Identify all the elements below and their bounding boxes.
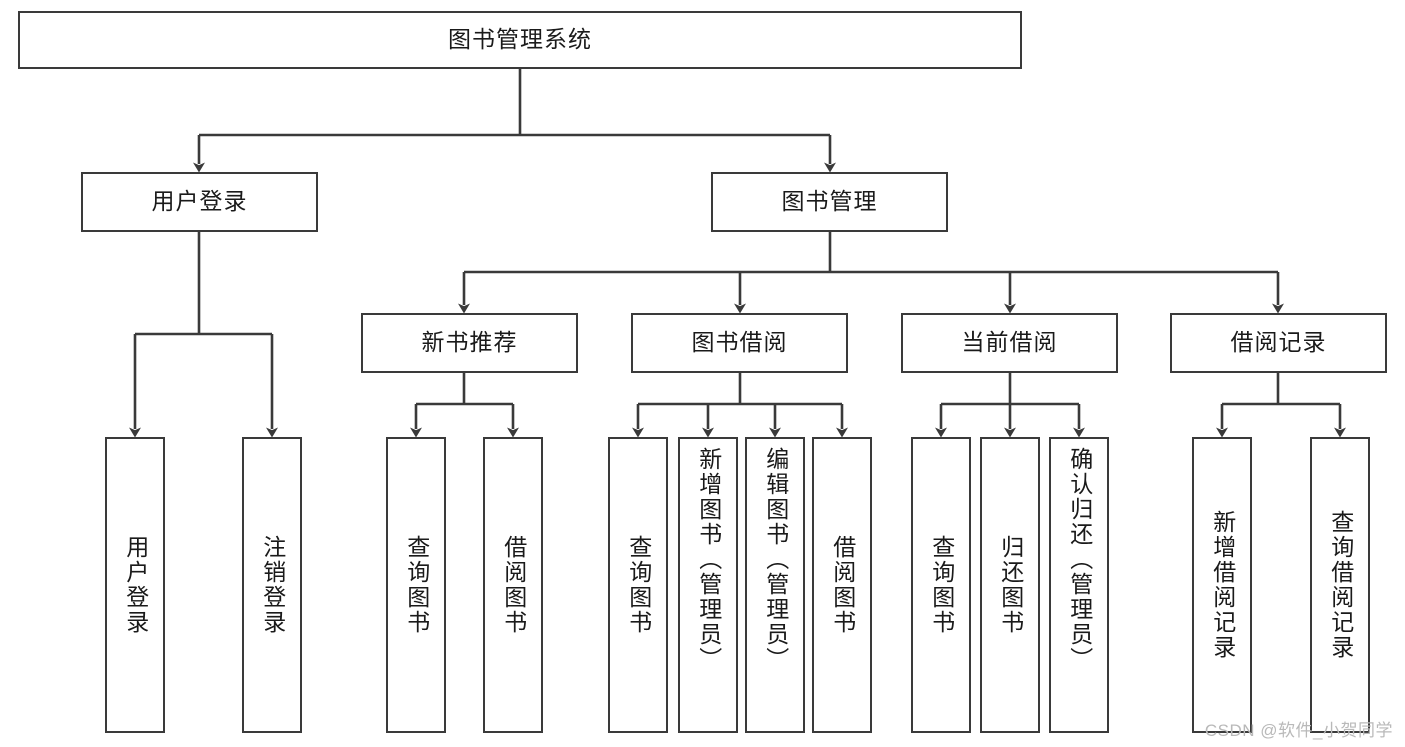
node-borrow-record-label: 借阅记录 [1230, 329, 1327, 356]
node-leaf-borrow-book-1[interactable]: 借阅图书 [483, 437, 543, 733]
node-leaf-borrow-book-2[interactable]: 借阅图书 [812, 437, 872, 733]
node-leaf-add-record-label: 新增借阅记录 [1209, 510, 1236, 660]
node-root[interactable]: 图书管理系统 [18, 11, 1022, 69]
node-user-login[interactable]: 用户登录 [81, 172, 318, 232]
node-leaf-user-logout[interactable]: 注销登录 [242, 437, 302, 733]
node-leaf-confirm-return[interactable]: 确认归还（管理员） [1049, 437, 1109, 733]
node-leaf-query-record[interactable]: 查询借阅记录 [1310, 437, 1370, 733]
node-leaf-edit-book[interactable]: 编辑图书（管理员） [745, 437, 805, 733]
node-borrow-record[interactable]: 借阅记录 [1170, 313, 1387, 373]
node-book-borrow-label: 图书借阅 [691, 329, 788, 356]
node-leaf-user-login[interactable]: 用户登录 [105, 437, 165, 733]
node-leaf-query-book-1[interactable]: 查询图书 [386, 437, 446, 733]
node-new-book-rec-label: 新书推荐 [421, 329, 518, 356]
node-leaf-confirm-return-label: 确认归还（管理员） [1066, 447, 1093, 672]
node-leaf-edit-book-label: 编辑图书（管理员） [762, 447, 789, 672]
node-leaf-query-book-1-label: 查询图书 [403, 535, 430, 635]
node-user-login-label: 用户登录 [151, 188, 248, 215]
node-leaf-query-book-3-label: 查询图书 [928, 535, 955, 635]
node-book-manage[interactable]: 图书管理 [711, 172, 948, 232]
node-book-manage-label: 图书管理 [781, 188, 878, 215]
node-leaf-add-record[interactable]: 新增借阅记录 [1192, 437, 1252, 733]
node-leaf-query-book-3[interactable]: 查询图书 [911, 437, 971, 733]
node-leaf-user-logout-label: 注销登录 [259, 535, 286, 635]
watermark-text: CSDN @软件_小贺同学 [1204, 721, 1393, 740]
node-root-label: 图书管理系统 [448, 26, 592, 53]
node-leaf-return-book-label: 归还图书 [997, 535, 1024, 635]
node-current-borrow-label: 当前借阅 [961, 329, 1058, 356]
node-leaf-add-book-label: 新增图书（管理员） [695, 447, 722, 672]
node-new-book-rec[interactable]: 新书推荐 [361, 313, 578, 373]
node-leaf-return-book[interactable]: 归还图书 [980, 437, 1040, 733]
node-leaf-borrow-book-1-label: 借阅图书 [500, 535, 527, 635]
node-book-borrow[interactable]: 图书借阅 [631, 313, 848, 373]
node-leaf-query-book-2[interactable]: 查询图书 [608, 437, 668, 733]
node-current-borrow[interactable]: 当前借阅 [901, 313, 1118, 373]
node-leaf-user-login-label: 用户登录 [122, 535, 149, 635]
node-leaf-query-book-2-label: 查询图书 [625, 535, 652, 635]
node-leaf-query-record-label: 查询借阅记录 [1327, 510, 1354, 660]
node-leaf-add-book[interactable]: 新增图书（管理员） [678, 437, 738, 733]
node-leaf-borrow-book-2-label: 借阅图书 [829, 535, 856, 635]
